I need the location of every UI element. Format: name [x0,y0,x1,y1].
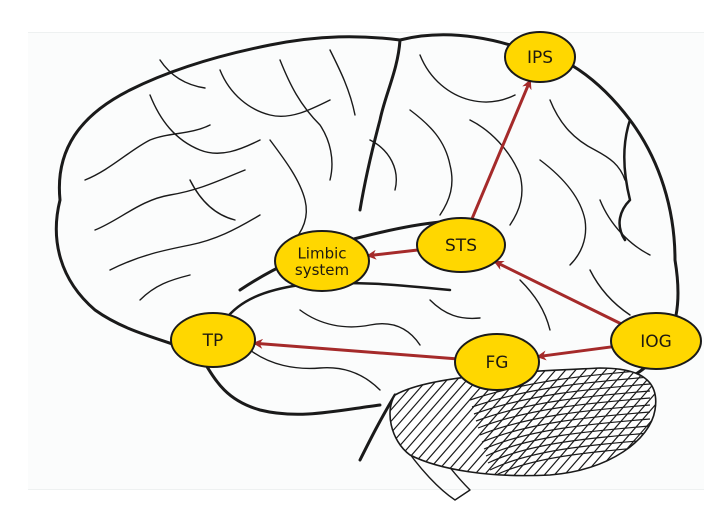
cerebellum-hatch-line [280,365,380,480]
node-label: FG [486,353,509,373]
cerebellum-folia-line [473,383,651,415]
node-ellipse [170,312,256,368]
cerebellum-hatch-line [459,368,561,476]
cerebellum-hatch-line [509,368,611,476]
cerebellum-folia-line [469,369,651,401]
node-label: system [295,261,349,279]
cerebellum-hatch-line [390,368,401,476]
node-label: IPS [527,48,553,68]
cerebellum-hatch-line [390,368,471,476]
node-ellipse [416,217,506,273]
cerebellum-hatch-line [260,365,360,480]
arrow-sts-to-limbic [366,248,418,260]
node-iog: IOG [610,312,702,370]
brain-illustration [54,33,680,501]
cerebellum-hatch-line [390,368,391,476]
cerebellum-hatch-line [499,368,601,476]
cerebellum-hatch-line [649,368,656,476]
node-ellipse [610,312,702,370]
gyri-lines [84,49,651,391]
cerebellum-hatch-line [670,365,728,480]
parieto-occipital-sulcus [618,118,632,242]
cerebellum-folia-line [475,390,651,422]
node-ellipse [454,333,540,391]
cerebellum-hatch-line [479,368,581,476]
node-ips: IPS [504,31,576,83]
cerebellum-hatch-line [270,365,370,480]
node-fg: FG [454,333,540,391]
cerebellum-hatch-line [549,368,651,476]
node-label: IOG [640,332,672,352]
node-sts: STS [416,217,506,273]
node-ellipse [504,31,576,83]
cerebellum-folia-line [487,432,651,464]
arrow-iog-to-sts [493,260,622,325]
cerebellum-hatch-line [589,368,656,476]
node-ellipse [274,230,370,292]
cerebellum-hatch-line [579,368,656,476]
cerebellum-hatch-line [390,368,461,476]
cerebellum-hatch-line [390,368,451,476]
cerebellum-folia-line [489,439,651,471]
cerebellum-folia-line [481,411,651,443]
node-label: Limbic [297,244,346,262]
cerebellum-hatch-line [529,368,631,476]
cerebellum-hatch-line [639,368,656,476]
cerebellum-folia-line [479,404,651,436]
node-label: STS [445,236,477,256]
cerebellum-hatch-line [660,365,728,480]
arrow-sts-to-ips [470,79,532,220]
cerebellum-folia-line [483,418,651,450]
cerebellum-folia-line [477,397,651,429]
node-tp: TP [170,312,256,368]
arrow-iog-to-fg [536,345,613,361]
cerebellum-folia-line [471,376,651,408]
node-label: TP [202,331,224,351]
cerebellum-hatch-line [539,368,641,476]
edges-layer [252,79,622,361]
arrow-fg-to-tp [252,338,456,361]
central-sulcus [358,38,402,212]
cerebellum-folia-line [485,425,651,457]
